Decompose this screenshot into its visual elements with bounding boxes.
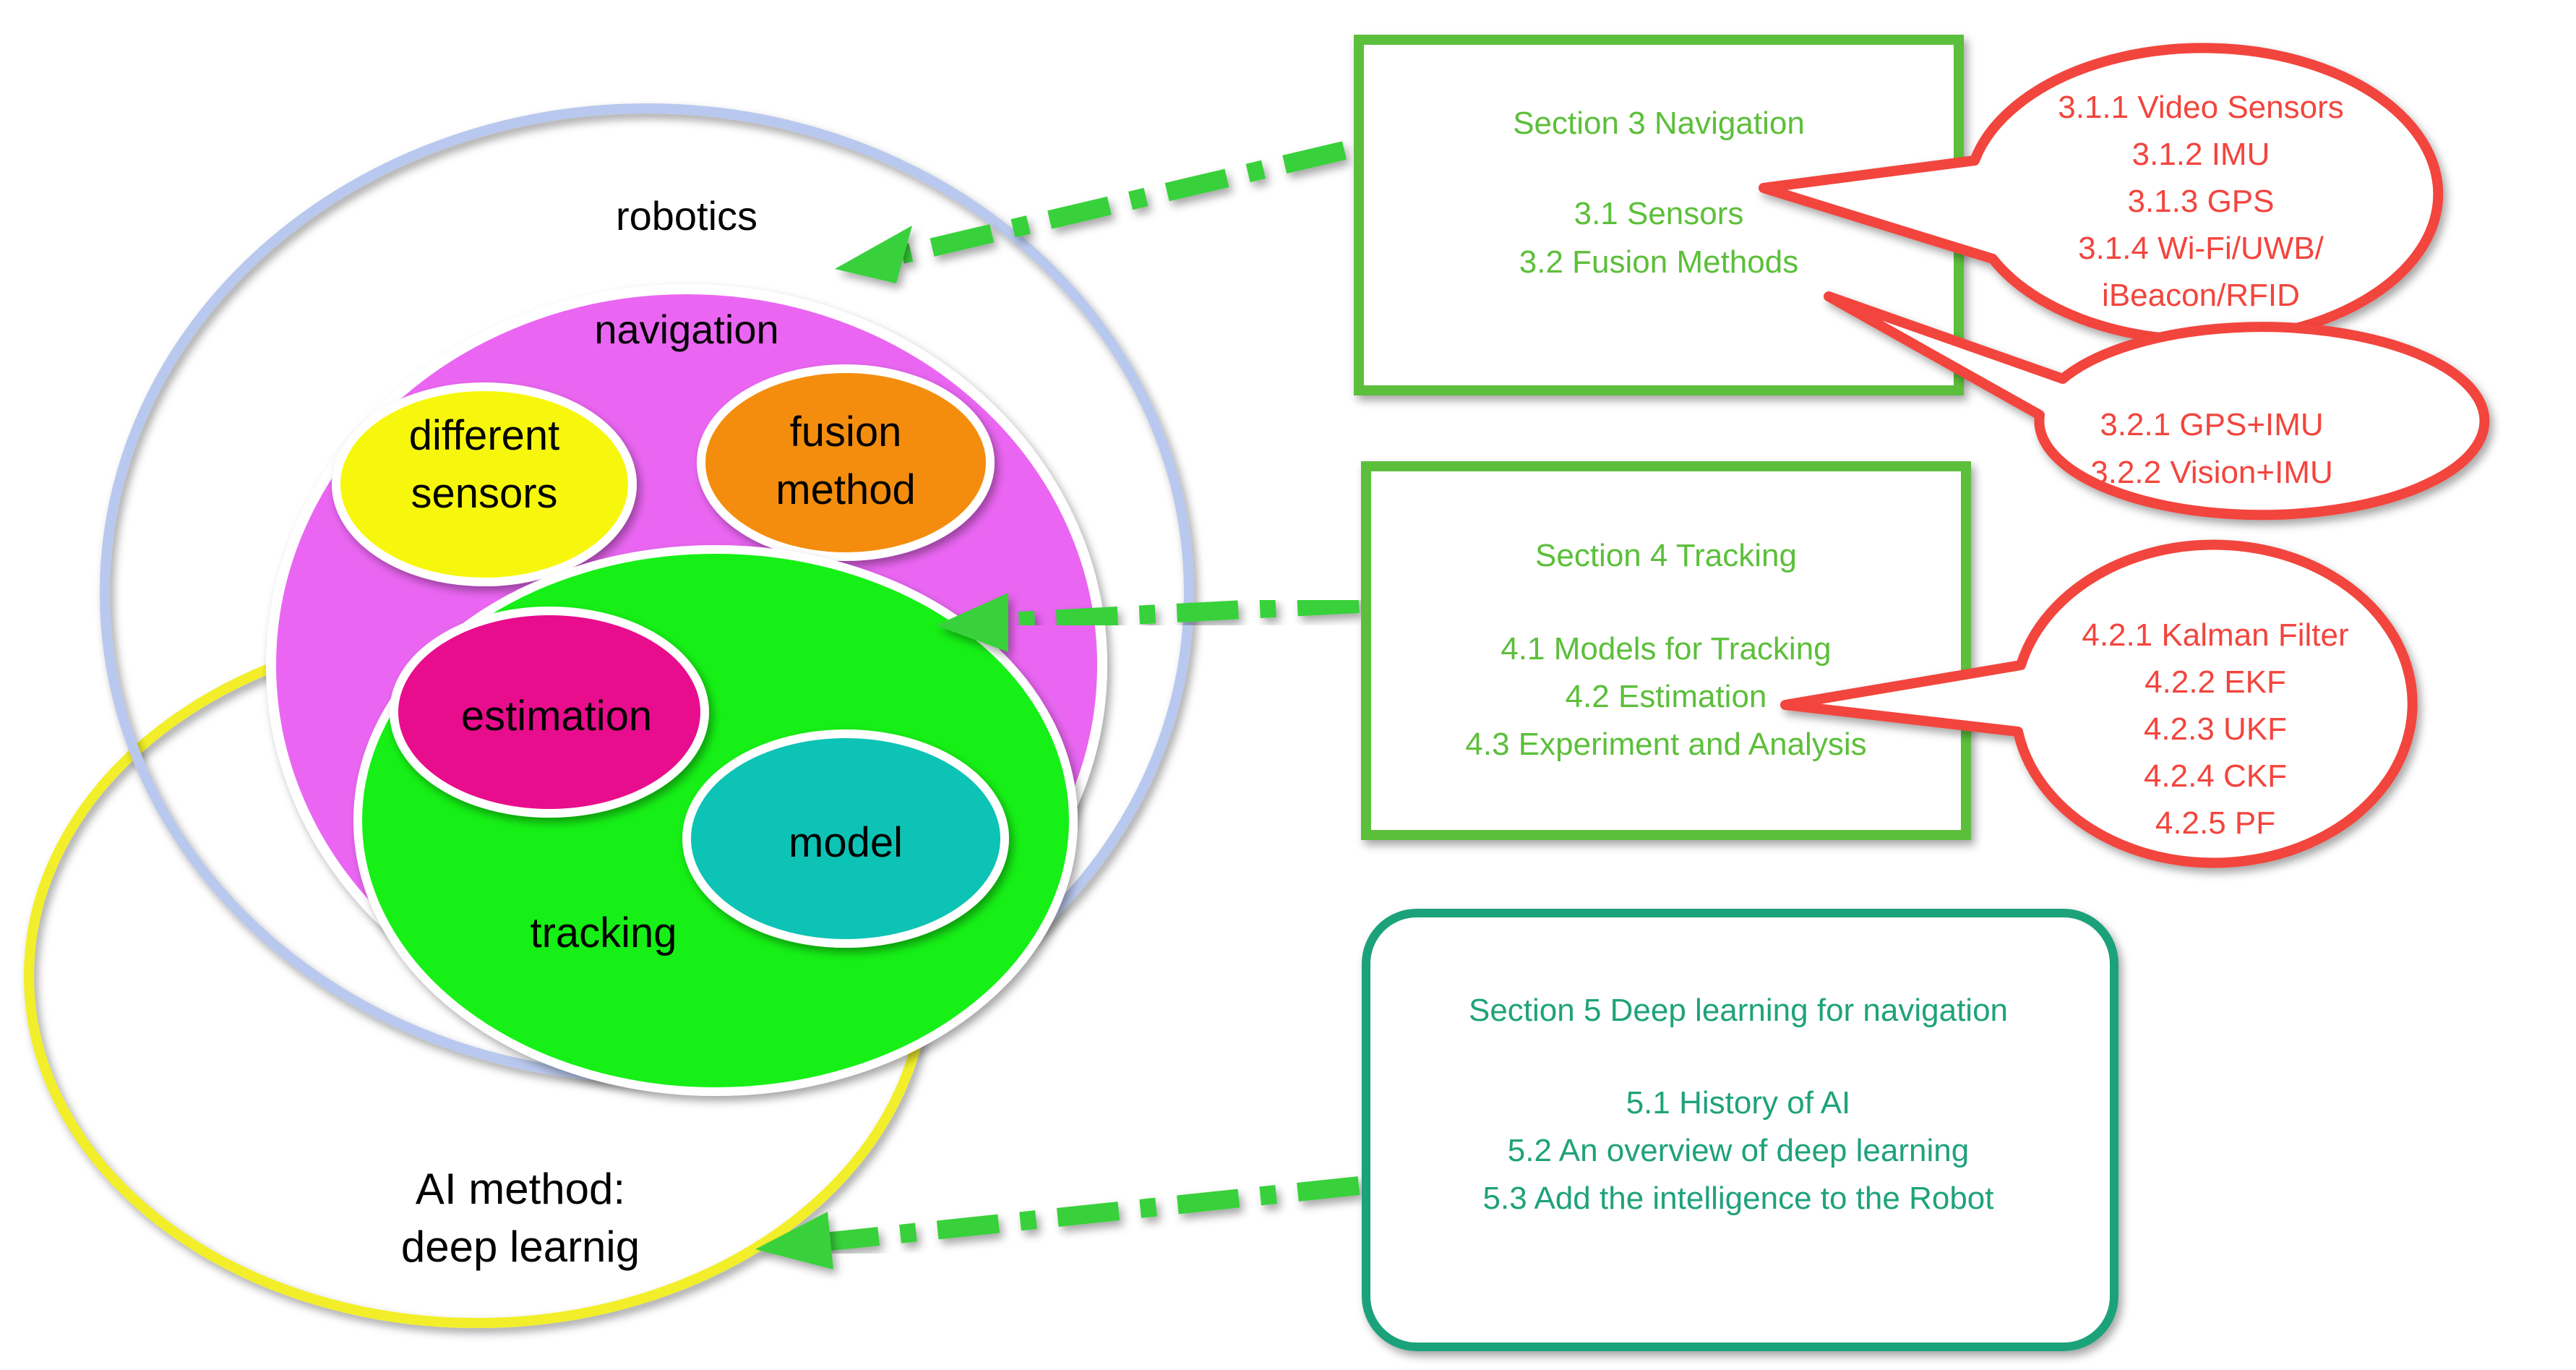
fusion-callout-line2: 3.2.2 Vision+IMU <box>2090 455 2332 490</box>
different-sensors-bubble <box>332 382 637 586</box>
section5-title: Section 5 Deep learning for navigation <box>1469 993 2008 1028</box>
sensors-callout-line5: iBeacon/RFID <box>2102 278 2300 313</box>
sensors-callout-line1: 3.1.1 Video Sensors <box>2058 90 2343 125</box>
estimation-callout-line4: 4.2.4 CKF <box>2144 758 2287 794</box>
sensors-callout-line4: 3.1.4 Wi-Fi/UWB/ <box>2078 231 2324 266</box>
section4-box <box>1361 461 1971 840</box>
estimation-callout-line1: 4.2.1 Kalman Filter <box>2082 617 2348 653</box>
estimation-label: estimation <box>461 693 652 740</box>
section4-item-1: 4.1 Models for Tracking <box>1500 631 1831 667</box>
sensors-callout-line3: 3.1.3 GPS <box>2127 184 2274 219</box>
section4-item-2: 4.2 Estimation <box>1566 679 1767 714</box>
fusion-callout-bubble <box>1824 291 2490 521</box>
different-sensors-label-line1: different <box>409 412 560 459</box>
fusion-method-label-line2: method <box>776 466 915 513</box>
section3-item-2: 3.2 Fusion Methods <box>1519 244 1798 280</box>
estimation-callout-line3: 4.2.3 UKF <box>2144 711 2287 747</box>
estimation-callout-line2: 4.2.2 EKF <box>2144 664 2286 700</box>
model-bubble <box>682 729 1009 948</box>
model-label: model <box>789 819 903 866</box>
arrow-section5-to-ai <box>755 1176 1360 1270</box>
navigation-label: navigation <box>594 307 778 352</box>
estimation-bubble <box>390 607 709 818</box>
fusion-method-label-line1: fusion <box>790 408 902 455</box>
section3-title: Section 3 Navigation <box>1513 106 1805 141</box>
arrow-section3-to-robotics <box>835 141 1347 283</box>
section5-item-1: 5.1 History of AI <box>1626 1085 1851 1121</box>
tracking-label: tracking <box>530 909 677 956</box>
arrow-section4-to-tracking <box>936 593 1360 652</box>
section4-title: Section 4 Tracking <box>1535 538 1797 573</box>
different-sensors-label-line2: sensors <box>411 470 557 517</box>
estimation-callout-bubble <box>1780 539 2418 868</box>
section5-item-3: 5.3 Add the intelligence to the Robot <box>1483 1181 1994 1216</box>
section3-item-1: 3.1 Sensors <box>1574 196 1744 231</box>
ai-method-label-line2: deep learnig <box>401 1223 640 1271</box>
section5-box <box>1362 909 2118 1351</box>
sensors-callout-line2: 3.1.2 IMU <box>2132 137 2270 172</box>
fusion-method-bubble <box>697 364 995 561</box>
estimation-callout-line5: 4.2.5 PF <box>2155 805 2275 841</box>
ai-method-label-line1: AI method: <box>416 1165 625 1213</box>
fusion-callout-line1: 3.2.1 GPS+IMU <box>2100 407 2323 442</box>
section5-item-2: 5.2 An overview of deep learning <box>1508 1133 1969 1168</box>
robotics-label: robotics <box>616 193 757 239</box>
section4-item-3: 4.3 Experiment and Analysis <box>1465 727 1866 762</box>
